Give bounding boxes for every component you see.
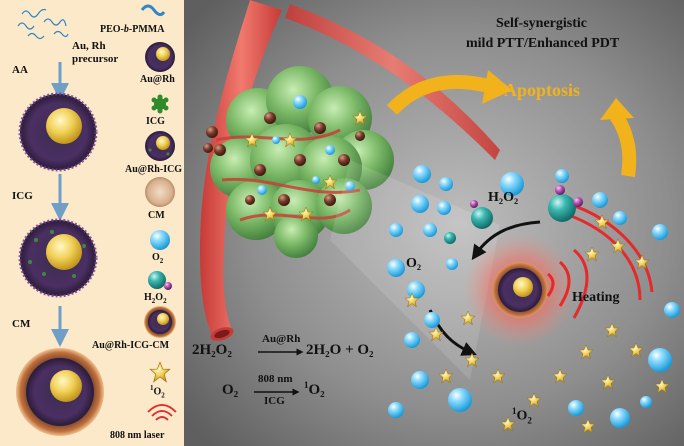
eq1-right: 2H₂O + O₂	[306, 342, 374, 358]
legend-icg: ICG	[146, 116, 165, 127]
au-rh-icg-cm-particle-large	[16, 348, 104, 436]
eq2-right: 1O₂	[304, 380, 325, 398]
legend-o2: O2	[152, 252, 164, 265]
au-rh-particle-large	[18, 92, 98, 172]
blood-vessel	[200, 0, 500, 341]
legend-singlet-o2: 1O2	[150, 384, 165, 400]
legend-au-rh: Au@Rh	[140, 74, 175, 85]
heating-particle	[464, 234, 576, 346]
heating-label: Heating	[572, 290, 620, 305]
tumor-cluster	[203, 66, 394, 258]
legend-icons	[144, 42, 177, 421]
step-icg-label: ICG	[12, 190, 33, 202]
title-line2: mild PTT/Enhanced PDT	[466, 36, 620, 51]
legend-h2o2: H2O2	[144, 292, 167, 305]
precursor-squiggles	[17, 8, 69, 40]
cycle-singlet-label: 1O2	[512, 406, 532, 426]
title-line1: Self-synergistic	[496, 16, 587, 31]
h2o2-molecules	[444, 185, 583, 244]
peo-pmma-icon	[140, 4, 166, 17]
au-rh-icg-particle-large	[18, 218, 98, 298]
cycle-h2o2-label: H₂O₂	[488, 190, 519, 205]
precursor-line2: precursor	[72, 53, 119, 65]
eq1-catalyst: Au@Rh	[262, 333, 301, 345]
apoptosis-label: Apoptosis	[504, 80, 581, 100]
step-cm-label: CM	[12, 318, 31, 330]
eq2-bottom: ICG	[264, 395, 285, 407]
precursor-line1: Au, Rh	[72, 40, 106, 52]
cycle-o2-label: O₂	[406, 256, 422, 271]
step-aa-label: AA	[12, 64, 28, 76]
apoptosis-arrow-right	[610, 111, 637, 178]
legend-au-rh-icg: Au@Rh-ICG	[125, 164, 183, 175]
legend-peo-pmma: PEO-b-PMMA	[100, 24, 165, 35]
legend-cm: CM	[148, 210, 165, 221]
cycle-arrow-top	[471, 220, 541, 261]
apoptosis-arrow-left	[386, 75, 490, 115]
eq1-left: 2H₂O₂	[192, 342, 232, 358]
eq2-left: O₂	[222, 382, 239, 398]
o2-bubbles	[387, 165, 680, 428]
legend-laser: 808 nm laser	[110, 430, 165, 441]
legend-au-rh-icg-cm: Au@Rh-ICG-CM	[92, 340, 170, 351]
eq2-top: 808 nm	[258, 373, 293, 385]
zoom-cone	[330, 160, 500, 380]
